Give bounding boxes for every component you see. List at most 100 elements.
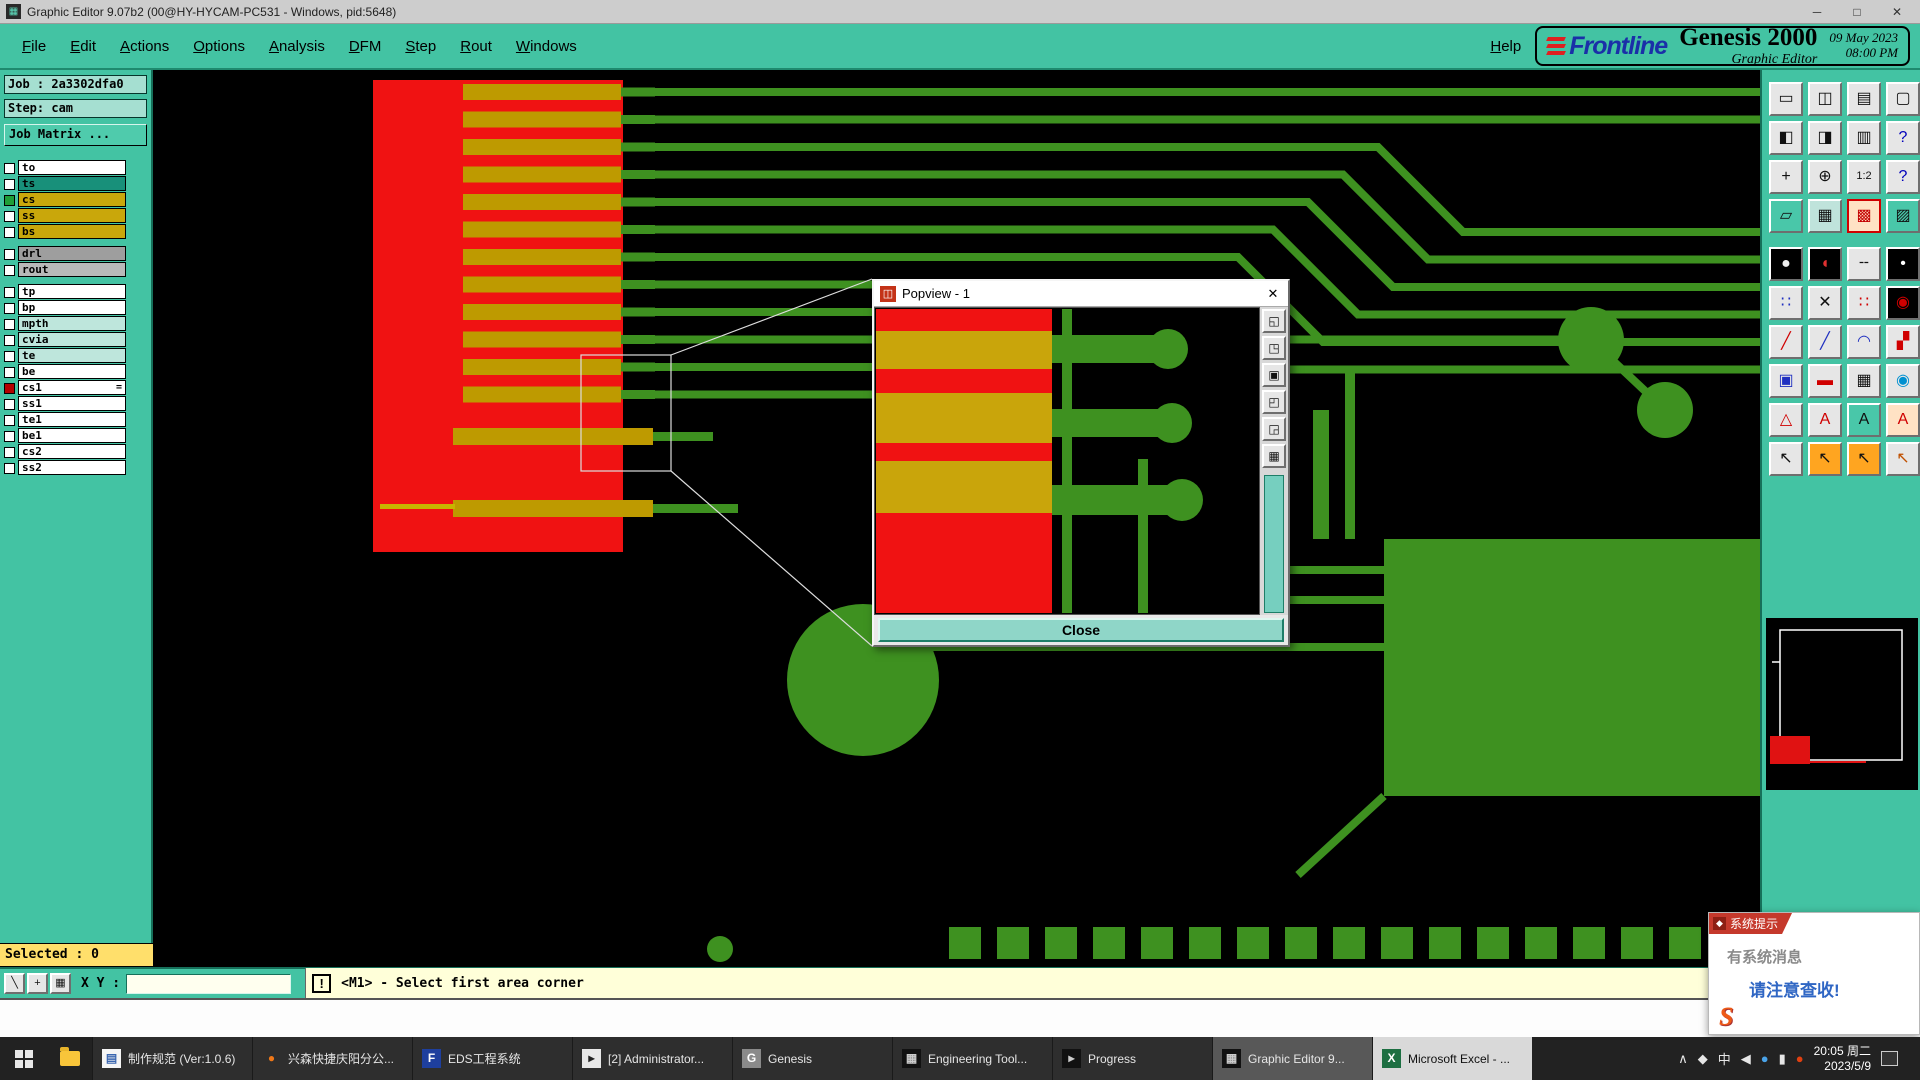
taskbar-item[interactable]: ●兴森快捷庆阳分公...	[252, 1037, 412, 1080]
layer-label-be[interactable]: be	[18, 364, 126, 379]
select-cursor-icon[interactable]: ↖	[1769, 442, 1803, 476]
menu-help[interactable]: Help	[1490, 37, 1522, 55]
layer-label-drl[interactable]: drl	[18, 246, 126, 261]
layer-row-cs2[interactable]: cs2	[4, 444, 126, 460]
pv-zoom-out-icon[interactable]: ▣	[1262, 363, 1286, 387]
layer-row-mpth[interactable]: mpth	[4, 316, 126, 332]
layer-row-te1[interactable]: te1	[4, 412, 126, 428]
measure-cursor-icon[interactable]: ↖	[1886, 442, 1920, 476]
taskbar-item[interactable]: ▸[2] Administrator...	[572, 1037, 732, 1080]
popview-close-button[interactable]: Close	[878, 618, 1284, 642]
sogou-icon[interactable]: ●	[1795, 1051, 1804, 1066]
red-points-icon[interactable]: ∷	[1847, 286, 1881, 320]
layer-checkbox-be1[interactable]	[4, 430, 15, 442]
text-tool-icon[interactable]: A	[1808, 403, 1842, 437]
layer-row-te[interactable]: te	[4, 348, 126, 364]
navigator-viewport[interactable]	[1770, 736, 1810, 764]
color-grid-icon[interactable]: ▩	[1847, 199, 1881, 233]
layer-label-cs1[interactable]: cs1=	[18, 380, 126, 395]
menu-edit[interactable]: Edit	[70, 37, 97, 55]
view-3d-icon[interactable]: ▥	[1847, 121, 1881, 155]
diag-tool-icon[interactable]: ╲	[4, 973, 25, 994]
layer-label-mpth[interactable]: mpth	[18, 316, 126, 331]
menu-actions[interactable]: Actions	[120, 37, 170, 55]
layer-label-bs[interactable]: bs	[18, 224, 126, 239]
layer-checkbox-bs[interactable]	[4, 226, 15, 238]
layer-checkbox-bp[interactable]	[4, 302, 15, 314]
layer-label-ss2[interactable]: ss2	[18, 460, 126, 475]
crosshair-tool-icon[interactable]: +	[27, 973, 48, 994]
popview-scrollbar[interactable]	[1264, 475, 1284, 613]
layer-checkbox-tp[interactable]	[4, 286, 15, 298]
layer-row-tp[interactable]: tp	[4, 284, 126, 300]
layer-checkbox-rout[interactable]	[4, 264, 15, 276]
popview-close-icon[interactable]: ✕	[1267, 285, 1279, 301]
popview-zoomed-view[interactable]	[874, 307, 1260, 615]
select-frame-icon[interactable]: ▣	[1769, 364, 1803, 398]
layer-checkbox-ts[interactable]	[4, 178, 15, 190]
layer-checkbox-ss2[interactable]	[4, 462, 15, 474]
pv-grid-icon[interactable]: ▦	[1262, 444, 1286, 468]
layer-row-ss[interactable]: ss	[4, 208, 126, 224]
layer-row-rout[interactable]: rout	[4, 262, 126, 278]
pen-tray-icon[interactable]: ◆	[1697, 1050, 1708, 1066]
network-icon[interactable]: ▮	[1778, 1050, 1786, 1066]
menu-analysis[interactable]: Analysis	[268, 37, 325, 55]
artwork-pads[interactable]	[380, 84, 653, 517]
zoom-marquee[interactable]	[580, 278, 873, 647]
menu-file[interactable]: File	[22, 37, 47, 55]
layer-label-to[interactable]: to	[18, 160, 126, 175]
scale-1-2-icon[interactable]: 1:2	[1847, 160, 1881, 194]
layer-label-ts[interactable]: ts	[18, 176, 126, 191]
layer-row-bs[interactable]: bs	[4, 224, 126, 240]
layer-label-rout[interactable]: rout	[18, 262, 126, 277]
dimension-tool-icon[interactable]: A	[1886, 403, 1920, 437]
layer-label-cs[interactable]: cs	[18, 192, 126, 207]
pan-right-icon[interactable]: ◨	[1808, 121, 1842, 155]
layer-row-ts[interactable]: ts	[4, 176, 126, 192]
pv-pan-icon[interactable]: ◰	[1262, 390, 1286, 414]
taskbar-item[interactable]: ▸Progress	[1052, 1037, 1212, 1080]
layer-label-cs2[interactable]: cs2	[18, 444, 126, 459]
menu-step[interactable]: Step	[405, 37, 437, 55]
layer-label-ss1[interactable]: ss1	[18, 396, 126, 411]
snap-grid-icon[interactable]: ▨	[1886, 199, 1920, 233]
maximize-icon[interactable]: □	[1853, 4, 1861, 19]
pv-zoom-in-icon[interactable]: ◳	[1262, 336, 1286, 360]
layer-label-te1[interactable]: te1	[18, 412, 126, 427]
layer-checkbox-te[interactable]	[4, 350, 15, 362]
layer-row-bp[interactable]: bp	[4, 300, 126, 316]
help-tool-icon[interactable]: ?	[1886, 121, 1920, 155]
pick-cursor-icon[interactable]: ↖	[1847, 442, 1881, 476]
layer-checkbox-be[interactable]	[4, 366, 15, 378]
notification-line2[interactable]: 请注意查收!	[1749, 981, 1840, 1000]
zoom-fit-icon[interactable]: +	[1769, 160, 1803, 194]
layer-checkbox-ss[interactable]	[4, 210, 15, 222]
popview-title-bar[interactable]: ◫ Popview - 1 ✕	[874, 281, 1288, 307]
layer-checkbox-ss1[interactable]	[4, 398, 15, 410]
xy-input[interactable]	[126, 973, 292, 994]
menu-windows[interactable]: Windows	[515, 37, 577, 55]
erase-icon[interactable]: ●	[1769, 247, 1803, 281]
layer-row-cs[interactable]: cs	[4, 192, 126, 208]
menu-rout[interactable]: Rout	[460, 37, 492, 55]
taskbar-item[interactable]: ▦Graphic Editor 9...	[1212, 1037, 1372, 1080]
layer-checkbox-drl[interactable]	[4, 248, 15, 260]
layer-checkbox-cvia[interactable]	[4, 334, 15, 346]
minimize-icon[interactable]: ─	[1812, 4, 1822, 19]
popview-pads[interactable]	[876, 331, 1052, 513]
brush-icon[interactable]: ◖	[1808, 247, 1842, 281]
layer-checkbox-cs1[interactable]	[4, 382, 15, 394]
layer-row-cs1[interactable]: cs1=	[4, 380, 126, 396]
points-icon[interactable]: ∷	[1769, 286, 1803, 320]
taskbar-item[interactable]: ▦Engineering Tool...	[892, 1037, 1052, 1080]
layer-checkbox-to[interactable]	[4, 162, 15, 174]
layer-label-bp[interactable]: bp	[18, 300, 126, 315]
layer-checkbox-cs[interactable]	[4, 194, 15, 206]
pcb-canvas[interactable]	[153, 70, 1760, 967]
pv-sync-icon[interactable]: ◲	[1262, 417, 1286, 441]
endpoints-icon[interactable]: ◉	[1886, 286, 1920, 320]
red-line-icon[interactable]: ╱	[1769, 325, 1803, 359]
taskbar-item[interactable]: ▤制作规范 (Ver:1.0.6)	[92, 1037, 252, 1080]
job-matrix-button[interactable]: Job Matrix ...	[4, 124, 147, 146]
